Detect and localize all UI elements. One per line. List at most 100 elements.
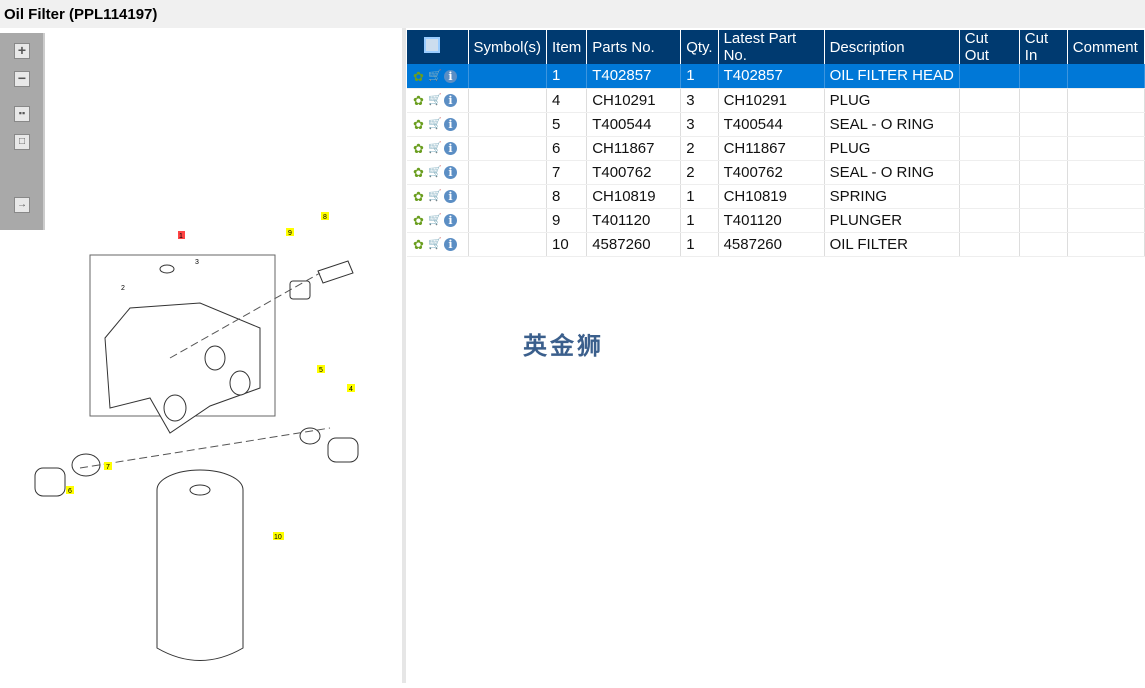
gear-icon[interactable]: ✿ (413, 93, 424, 109)
cell-comment (1067, 88, 1145, 113)
header-comment[interactable]: Comment (1067, 30, 1145, 64)
gear-icon[interactable]: ✿ (413, 68, 424, 84)
search-icon[interactable] (424, 37, 440, 53)
info-icon[interactable]: i (444, 166, 457, 180)
header-latest-part-no[interactable]: Latest Part No. (718, 30, 825, 64)
callout-9[interactable]: 9 (288, 230, 292, 237)
info-icon[interactable]: i (444, 190, 457, 204)
cell-qty: 2 (680, 136, 719, 161)
watermark: 英金狮 (523, 332, 604, 360)
info-icon[interactable]: i (444, 238, 457, 252)
cell-symbols (468, 112, 548, 137)
cell-qty: 3 (680, 112, 719, 137)
row-actions: ✿ 🛒i (407, 64, 469, 89)
cell-cut-in (1019, 112, 1068, 137)
cell-part-no: 4587260 (586, 232, 682, 257)
row-actions: ✿ 🛒i (407, 232, 469, 257)
header-parts-no[interactable]: Parts No. (586, 30, 682, 64)
cart-icon[interactable]: 🛒 (428, 166, 442, 179)
diagram-toolbar: + − ▪▪ □ → (0, 33, 45, 230)
cell-comment (1067, 160, 1145, 185)
cell-symbols (468, 64, 548, 89)
cell-description: SEAL - O RING (824, 112, 960, 137)
header-cut-in[interactable]: Cut In (1019, 30, 1068, 64)
header-description[interactable]: Description (824, 30, 960, 64)
fit-view-icon[interactable]: ▪▪ (14, 106, 30, 122)
export-icon[interactable]: → (14, 197, 30, 213)
gear-icon[interactable]: ✿ (413, 141, 424, 157)
table-row[interactable]: ✿🛒i 10 4587260 1 4587260 OIL FILTER (407, 232, 1145, 257)
info-icon[interactable]: i (444, 69, 457, 83)
cell-cut-in (1019, 184, 1068, 209)
zoom-out-icon[interactable]: − (14, 71, 30, 87)
cell-comment (1067, 112, 1145, 137)
cell-symbols (468, 136, 548, 161)
cart-icon[interactable]: 🛒 (428, 118, 442, 131)
table-row[interactable]: ✿🛒i 4 CH10291 3 CH10291 PLUG (407, 88, 1145, 113)
callout-5[interactable]: 5 (319, 367, 323, 374)
callout-6[interactable]: 6 (68, 488, 72, 495)
callout-3[interactable]: 3 (195, 259, 199, 266)
table-row[interactable]: ✿🛒i 7 T400762 2 T400762 SEAL - O RING (407, 160, 1145, 185)
table-row[interactable]: ✿🛒i 5 T400544 3 T400544 SEAL - O RING (407, 112, 1145, 137)
cell-part-no: T400544 (586, 112, 682, 137)
cell-item: 10 (546, 232, 588, 257)
splitter[interactable] (402, 28, 406, 683)
parts-table: Symbol(s) Item Parts No. Qty. Latest Par… (407, 30, 1145, 257)
callout-10[interactable]: 10 (274, 534, 282, 541)
callout-8[interactable]: 8 (323, 214, 327, 221)
cell-part-no: CH10291 (586, 88, 682, 113)
actual-size-icon[interactable]: □ (14, 134, 30, 150)
cell-cut-in (1019, 208, 1068, 233)
cell-comment (1067, 184, 1145, 209)
cell-description: PLUNGER (824, 208, 960, 233)
cart-icon[interactable]: 🛒 (428, 190, 442, 203)
header-item[interactable]: Item (546, 30, 588, 64)
row-actions: ✿ 🛒i (407, 112, 469, 137)
cart-icon[interactable]: 🛒 (428, 214, 442, 227)
cell-cut-out (959, 160, 1020, 185)
callout-2[interactable]: 2 (121, 285, 125, 292)
table-row[interactable]: ✿🛒i 8 CH10819 1 CH10819 SPRING (407, 184, 1145, 209)
table-row[interactable]: ✿🛒i 9 T401120 1 T401120 PLUNGER (407, 208, 1145, 233)
cell-cut-in (1019, 136, 1068, 161)
page-title: Oil Filter (PPL114197) (4, 6, 158, 23)
header-cut-out[interactable]: Cut Out (959, 30, 1020, 64)
diagram-panel[interactable]: 1 2 3 4 5 6 7 8 9 10 (0, 28, 402, 683)
cell-symbols (468, 160, 548, 185)
header-qty[interactable]: Qty. (680, 30, 719, 64)
cell-item: 5 (546, 112, 588, 137)
cell-item: 6 (546, 136, 588, 161)
gear-icon[interactable]: ✿ (413, 237, 424, 253)
table-row[interactable]: ✿🛒i 6 CH11867 2 CH11867 PLUG (407, 136, 1145, 161)
cart-icon[interactable]: 🛒 (428, 238, 442, 251)
exploded-diagram: 1 2 3 4 5 6 7 8 9 10 (34, 212, 359, 661)
cell-part-no: CH11867 (586, 136, 682, 161)
cart-icon[interactable]: 🛒 (428, 142, 442, 155)
gear-icon[interactable]: ✿ (413, 117, 424, 133)
header-icons[interactable] (407, 30, 469, 64)
cell-symbols (468, 184, 548, 209)
callout-4[interactable]: 4 (349, 386, 353, 393)
header-symbols[interactable]: Symbol(s) (468, 30, 548, 64)
cell-latest-part-no: CH10291 (718, 88, 825, 113)
cell-part-no: T400762 (586, 160, 682, 185)
gear-icon[interactable]: ✿ (413, 213, 424, 229)
callout-1[interactable]: 1 (179, 233, 183, 240)
row-actions: ✿ 🛒i (407, 88, 469, 113)
gear-icon[interactable]: ✿ (413, 189, 424, 205)
zoom-in-icon[interactable]: + (14, 43, 30, 59)
info-icon[interactable]: i (444, 214, 457, 228)
info-icon[interactable]: i (444, 94, 457, 108)
cell-latest-part-no: T402857 (718, 64, 825, 89)
info-icon[interactable]: i (444, 118, 457, 132)
table-row[interactable]: ✿🛒i 1 T402857 1 T402857 OIL FILTER HEAD (407, 64, 1145, 89)
cart-icon[interactable]: 🛒 (428, 69, 442, 82)
title-bar: Oil Filter (PPL114197) (0, 0, 1145, 28)
callout-7[interactable]: 7 (106, 464, 110, 471)
gear-icon[interactable]: ✿ (413, 165, 424, 181)
info-icon[interactable]: i (444, 142, 457, 156)
cell-description: PLUG (824, 88, 960, 113)
cell-cut-in (1019, 160, 1068, 185)
cart-icon[interactable]: 🛒 (428, 94, 442, 107)
